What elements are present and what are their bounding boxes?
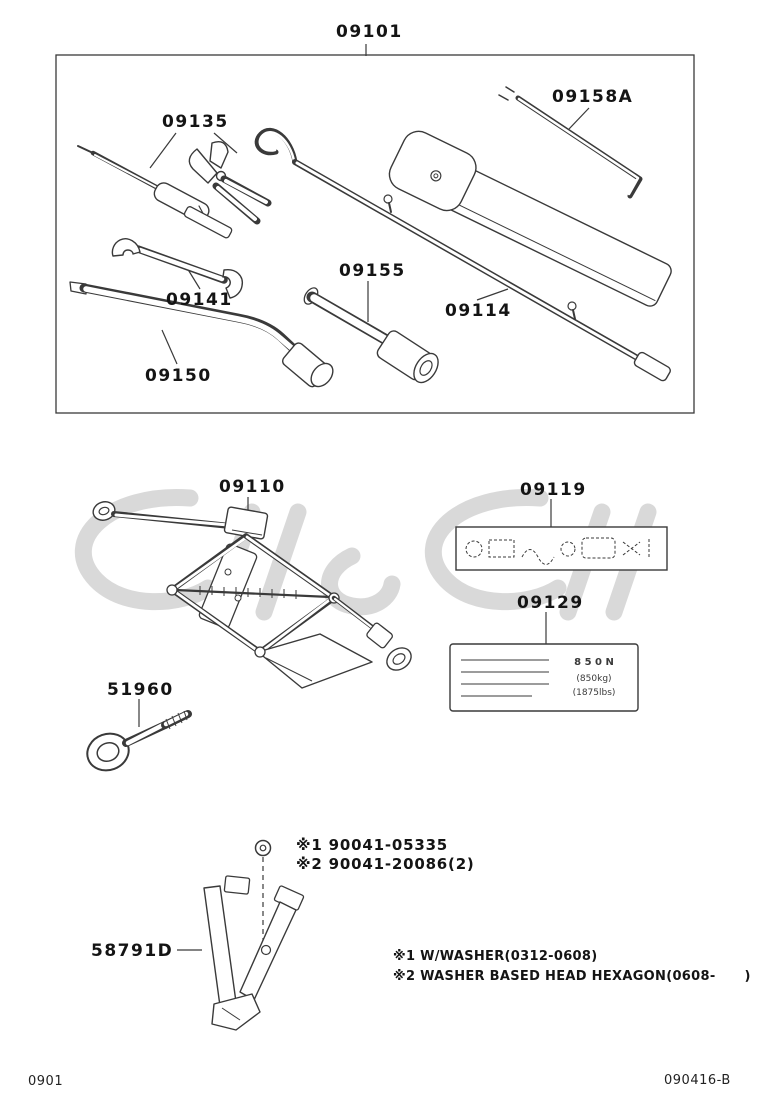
footnote-2: ※2 WASHER BASED HEAD HEXAGON(0608- )	[393, 969, 751, 984]
part-label-09158A: 09158A	[552, 87, 634, 107]
part-label-09135: 09135	[162, 112, 229, 132]
socket-wrench-drawing	[303, 287, 439, 384]
part-label-58791D: 58791D	[91, 941, 174, 961]
part-label-09110: 09110	[219, 477, 286, 497]
kit-box-drawing	[455, 526, 668, 571]
jack-drawing	[92, 501, 412, 689]
bolt-callout-1: ※1 90041-05335	[296, 836, 449, 854]
page-code: 0901	[28, 1074, 64, 1089]
tow-hook-drawing	[86, 710, 192, 772]
caution-load-line1: 8 5 0 N	[574, 657, 614, 668]
part-label-09150: 09150	[145, 366, 212, 386]
figure-code: 090416-B	[664, 1073, 731, 1088]
part-label-09114: 09114	[445, 301, 512, 321]
part-label-09129: 09129	[517, 593, 584, 613]
part-label-09141: 09141	[166, 290, 233, 310]
part-label-09155: 09155	[339, 261, 406, 281]
toolkit-outline-box	[55, 54, 695, 414]
carrier-bracket-drawing	[203, 875, 305, 1031]
pliers-drawing	[188, 140, 272, 225]
tool-bag-drawing	[388, 130, 672, 307]
bar-drawing	[498, 86, 643, 199]
lug-wrench-drawing	[69, 281, 334, 388]
part-label-51960: 51960	[107, 680, 174, 700]
footnote-1: ※1 W/WASHER(0312-0608)	[393, 949, 598, 964]
leader-lines	[138, 44, 590, 951]
part-label-09101: 09101	[336, 22, 403, 42]
caution-load-line3: (1875lbs)	[573, 688, 616, 698]
caution-load-line2: (850kg)	[576, 674, 611, 684]
jack-handle-drawing	[254, 127, 671, 382]
bolt-drawing	[254, 839, 272, 946]
caution-label-drawing: 8 5 0 N (850kg) (1875lbs)	[449, 643, 639, 712]
open-end-wrench-drawing	[111, 238, 243, 299]
part-label-09119: 09119	[520, 480, 587, 500]
bolt-callout-2: ※2 90041-20086(2)	[296, 855, 475, 873]
bit-holder-drawing	[183, 206, 233, 239]
